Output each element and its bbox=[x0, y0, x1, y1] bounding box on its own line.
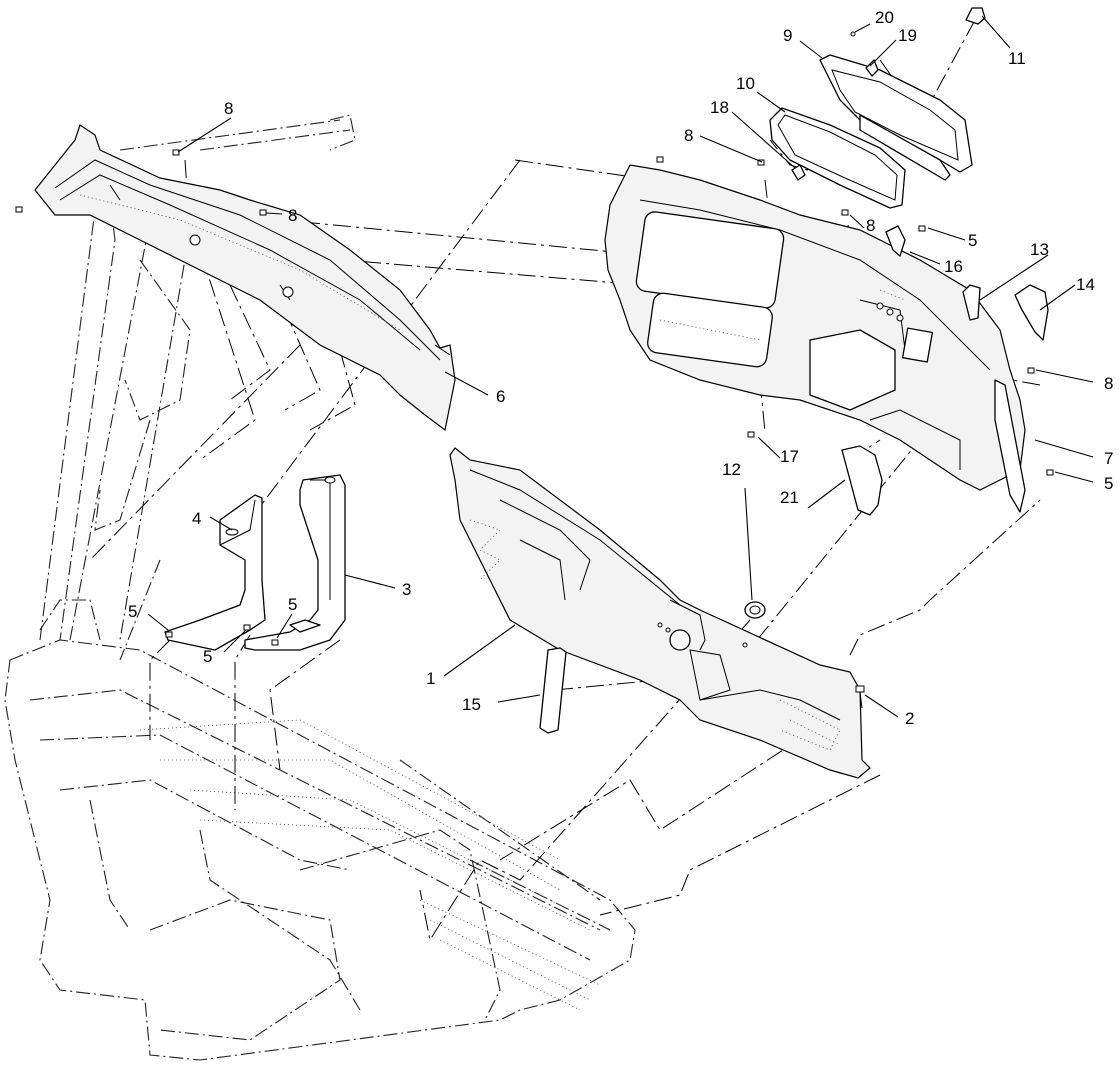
knob-part-11 bbox=[965, 7, 986, 25]
callout-21: 21 bbox=[780, 488, 799, 507]
dash-housing-part-7 bbox=[604, 164, 1026, 513]
callout-8e: 8 bbox=[1104, 374, 1113, 393]
gasket-part-10 bbox=[769, 107, 906, 209]
callout-17: 17 bbox=[780, 447, 799, 466]
callout-5e: 5 bbox=[1104, 474, 1113, 493]
bolt-part-2 bbox=[855, 685, 865, 709]
cover-part-21 bbox=[841, 445, 883, 516]
callout-6: 6 bbox=[496, 387, 505, 406]
callout-1: 1 bbox=[426, 669, 435, 688]
callout-14: 14 bbox=[1076, 275, 1095, 294]
fasteners bbox=[15, 149, 1054, 646]
latch-part-16 bbox=[885, 225, 906, 257]
bracket-part-3 bbox=[244, 474, 346, 651]
callout-11: 11 bbox=[1008, 49, 1026, 68]
callout-4: 4 bbox=[192, 509, 201, 528]
lower-dash-panel-part-1 bbox=[449, 447, 871, 779]
callout-18: 18 bbox=[710, 98, 729, 117]
callout-9: 9 bbox=[783, 26, 792, 45]
callout-3: 3 bbox=[402, 580, 411, 599]
clip-part-18 bbox=[791, 164, 806, 181]
callout-13: 13 bbox=[1030, 240, 1049, 259]
grommet-part-12 bbox=[744, 601, 766, 619]
callout-19: 19 bbox=[898, 26, 917, 45]
callout-8d: 8 bbox=[866, 216, 875, 235]
callout-15: 15 bbox=[462, 695, 481, 714]
callout-8b: 8 bbox=[288, 206, 297, 225]
callout-5c: 5 bbox=[203, 647, 212, 666]
cover-part-14 bbox=[1014, 284, 1049, 341]
callout-2: 2 bbox=[905, 709, 914, 728]
callout-16: 16 bbox=[944, 257, 963, 276]
strip-part-13 bbox=[962, 284, 981, 321]
gauge-bezel-part-9 bbox=[819, 54, 973, 181]
callout-5a: 5 bbox=[128, 602, 137, 621]
upper-dash-beam-part-6 bbox=[34, 124, 456, 432]
pin-part-20 bbox=[850, 31, 856, 37]
callout-7: 7 bbox=[1104, 449, 1113, 468]
callout-12: 12 bbox=[722, 460, 741, 479]
callout-8a: 8 bbox=[224, 99, 233, 118]
callout-5d: 5 bbox=[968, 231, 977, 250]
callout-20: 20 bbox=[875, 8, 894, 27]
callout-labels: 1 2 3 4 5 5 5 5 5 6 7 8 8 8 8 8 9 10 11 … bbox=[128, 8, 1113, 728]
bracket-part-4 bbox=[164, 494, 266, 651]
trim-strip-part-15 bbox=[539, 647, 567, 734]
callout-5b: 5 bbox=[288, 595, 297, 614]
clip-part-19 bbox=[865, 59, 879, 77]
callout-8c: 8 bbox=[684, 126, 693, 145]
callout-10: 10 bbox=[736, 74, 755, 93]
callout-leaders bbox=[147, 15, 1094, 718]
vehicle-frame-phantom bbox=[4, 114, 636, 1061]
